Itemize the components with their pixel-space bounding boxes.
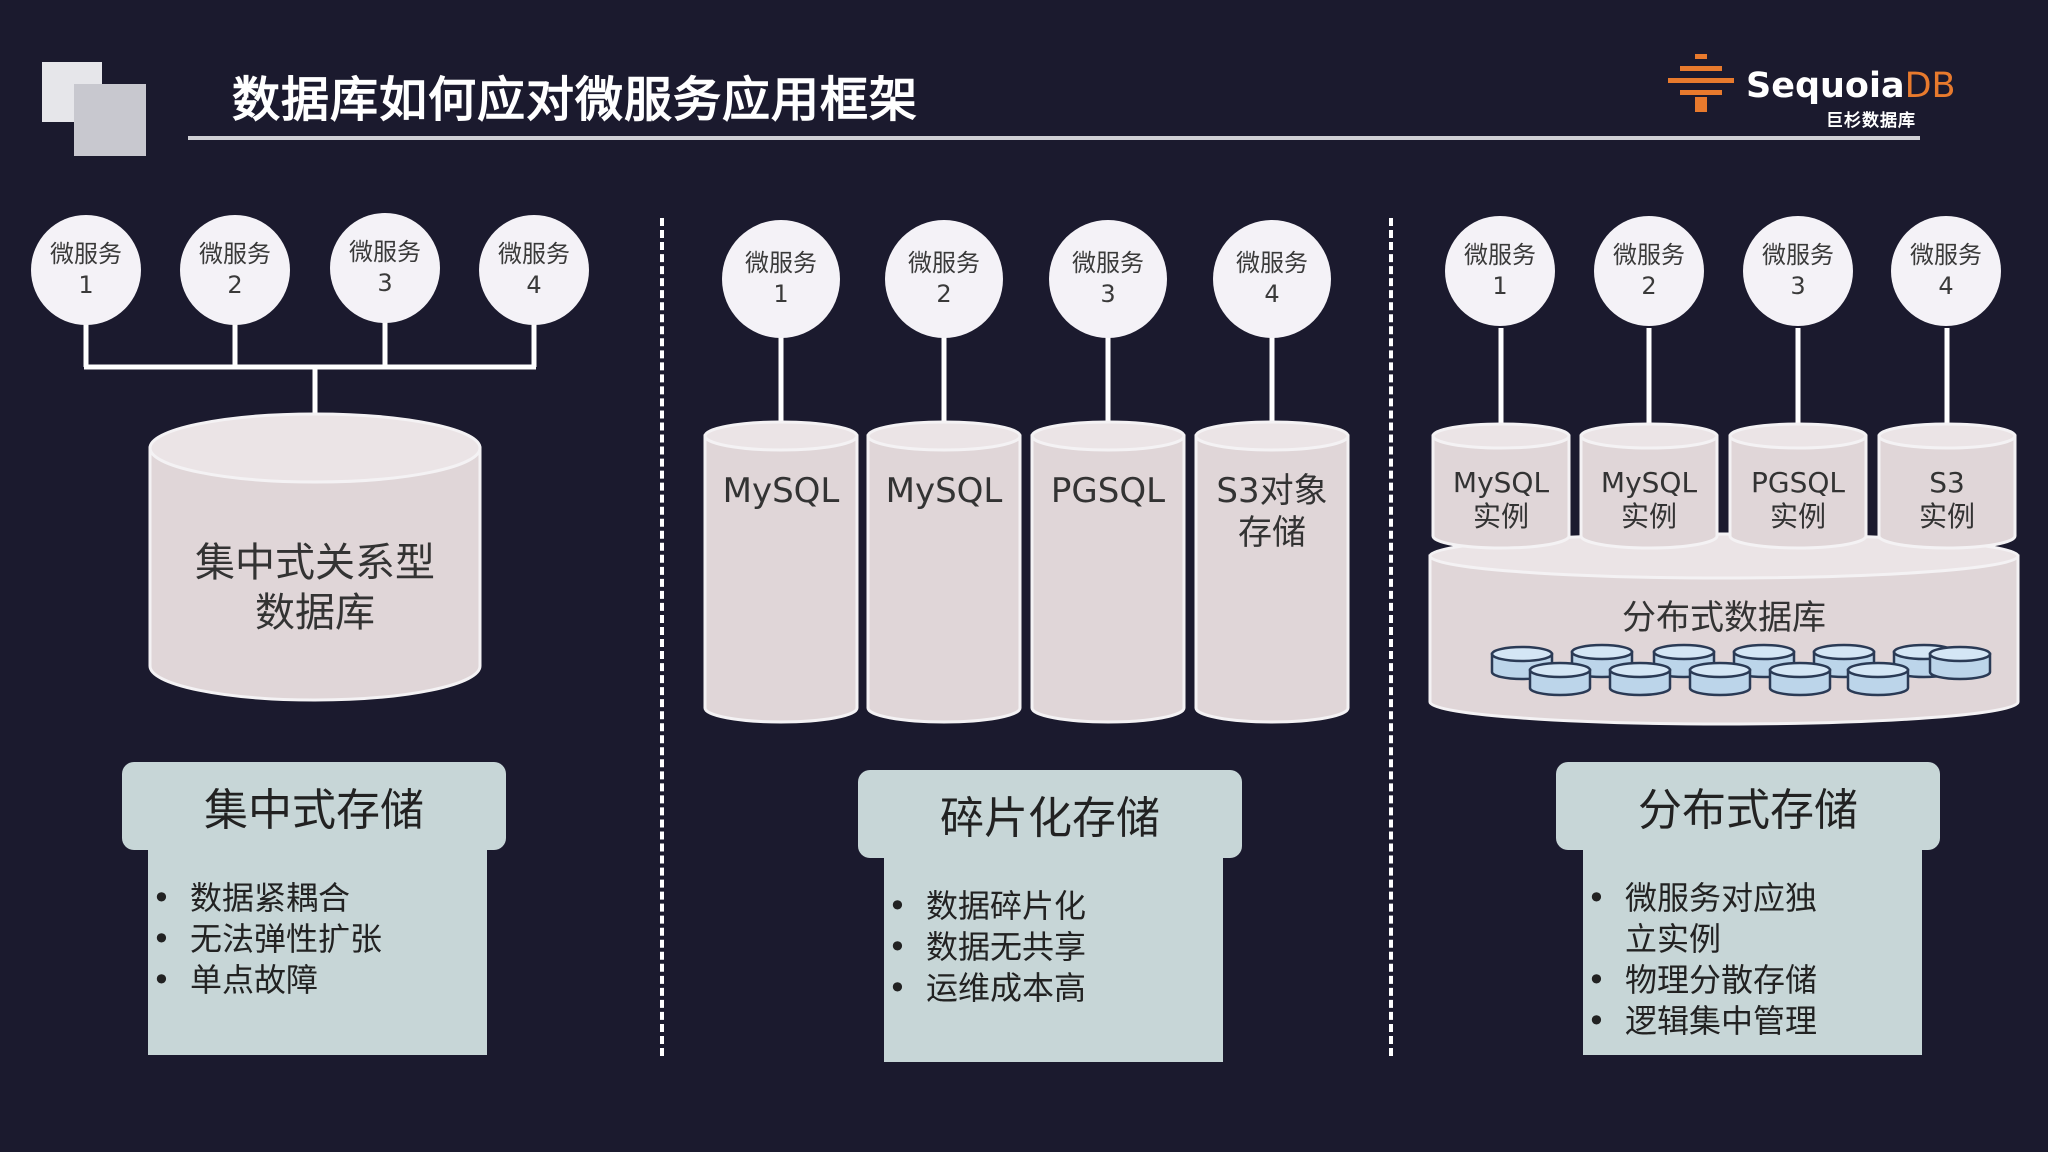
category-heading: 碎片化存储 bbox=[858, 770, 1242, 858]
instance-label: S3 实例 bbox=[1918, 466, 1975, 533]
sequoia-logo-icon bbox=[1668, 54, 1734, 112]
bullet-box: 微服务对应独 立实例 物理分散存储 逻辑集中管理 bbox=[1583, 848, 1922, 1055]
separator-right bbox=[1389, 218, 1393, 1056]
bullet-item: 微服务对应独 立实例 bbox=[1587, 878, 1922, 960]
separator-left bbox=[660, 218, 664, 1056]
page-title: 数据库如何应对微服务应用框架 bbox=[232, 72, 919, 128]
bullet-item: 运维成本高 bbox=[888, 968, 1223, 1009]
bullet-item: 数据紧耦合 bbox=[152, 878, 487, 919]
store-label: PGSQL bbox=[1050, 471, 1166, 511]
instance-label: MySQL 实例 bbox=[1600, 466, 1698, 533]
store-label: S3对象 存储 bbox=[1216, 471, 1328, 553]
instance-label: MySQL 实例 bbox=[1452, 466, 1550, 533]
instance-label: PGSQL 实例 bbox=[1751, 466, 1845, 533]
instance-cylinders bbox=[1431, 422, 2017, 550]
store-cylinders bbox=[703, 420, 1350, 724]
distributed-db-label: 分布式数据库 bbox=[1622, 598, 1826, 638]
title-divider bbox=[188, 136, 1920, 140]
bullet-item: 逻辑集中管理 bbox=[1587, 1001, 1922, 1042]
brand-subtitle: 巨杉数据库 bbox=[1826, 111, 1916, 131]
logo-square-dark bbox=[74, 84, 146, 156]
central-db-cylinder bbox=[148, 412, 482, 702]
bullet-box: 数据紧耦合 无法弹性扩张 单点故障 bbox=[148, 848, 487, 1055]
bullet-item: 数据碎片化 bbox=[888, 886, 1223, 927]
bullet-item: 单点故障 bbox=[152, 960, 487, 1001]
bullet-item: 物理分散存储 bbox=[1587, 960, 1922, 1001]
category-heading: 集中式存储 bbox=[122, 762, 506, 850]
bullet-box: 数据碎片化 数据无共享 运维成本高 bbox=[884, 856, 1223, 1062]
store-label: MySQL bbox=[722, 471, 840, 511]
data-node-icons bbox=[1490, 643, 1992, 697]
bullet-item: 数据无共享 bbox=[888, 927, 1223, 968]
brand-name: SequoiaDB bbox=[1746, 66, 1956, 106]
central-db-label: 集中式关系型 数据库 bbox=[195, 540, 435, 636]
bullet-item: 无法弹性扩张 bbox=[152, 919, 487, 960]
store-label: MySQL bbox=[885, 471, 1003, 511]
category-heading: 分布式存储 bbox=[1556, 762, 1940, 850]
